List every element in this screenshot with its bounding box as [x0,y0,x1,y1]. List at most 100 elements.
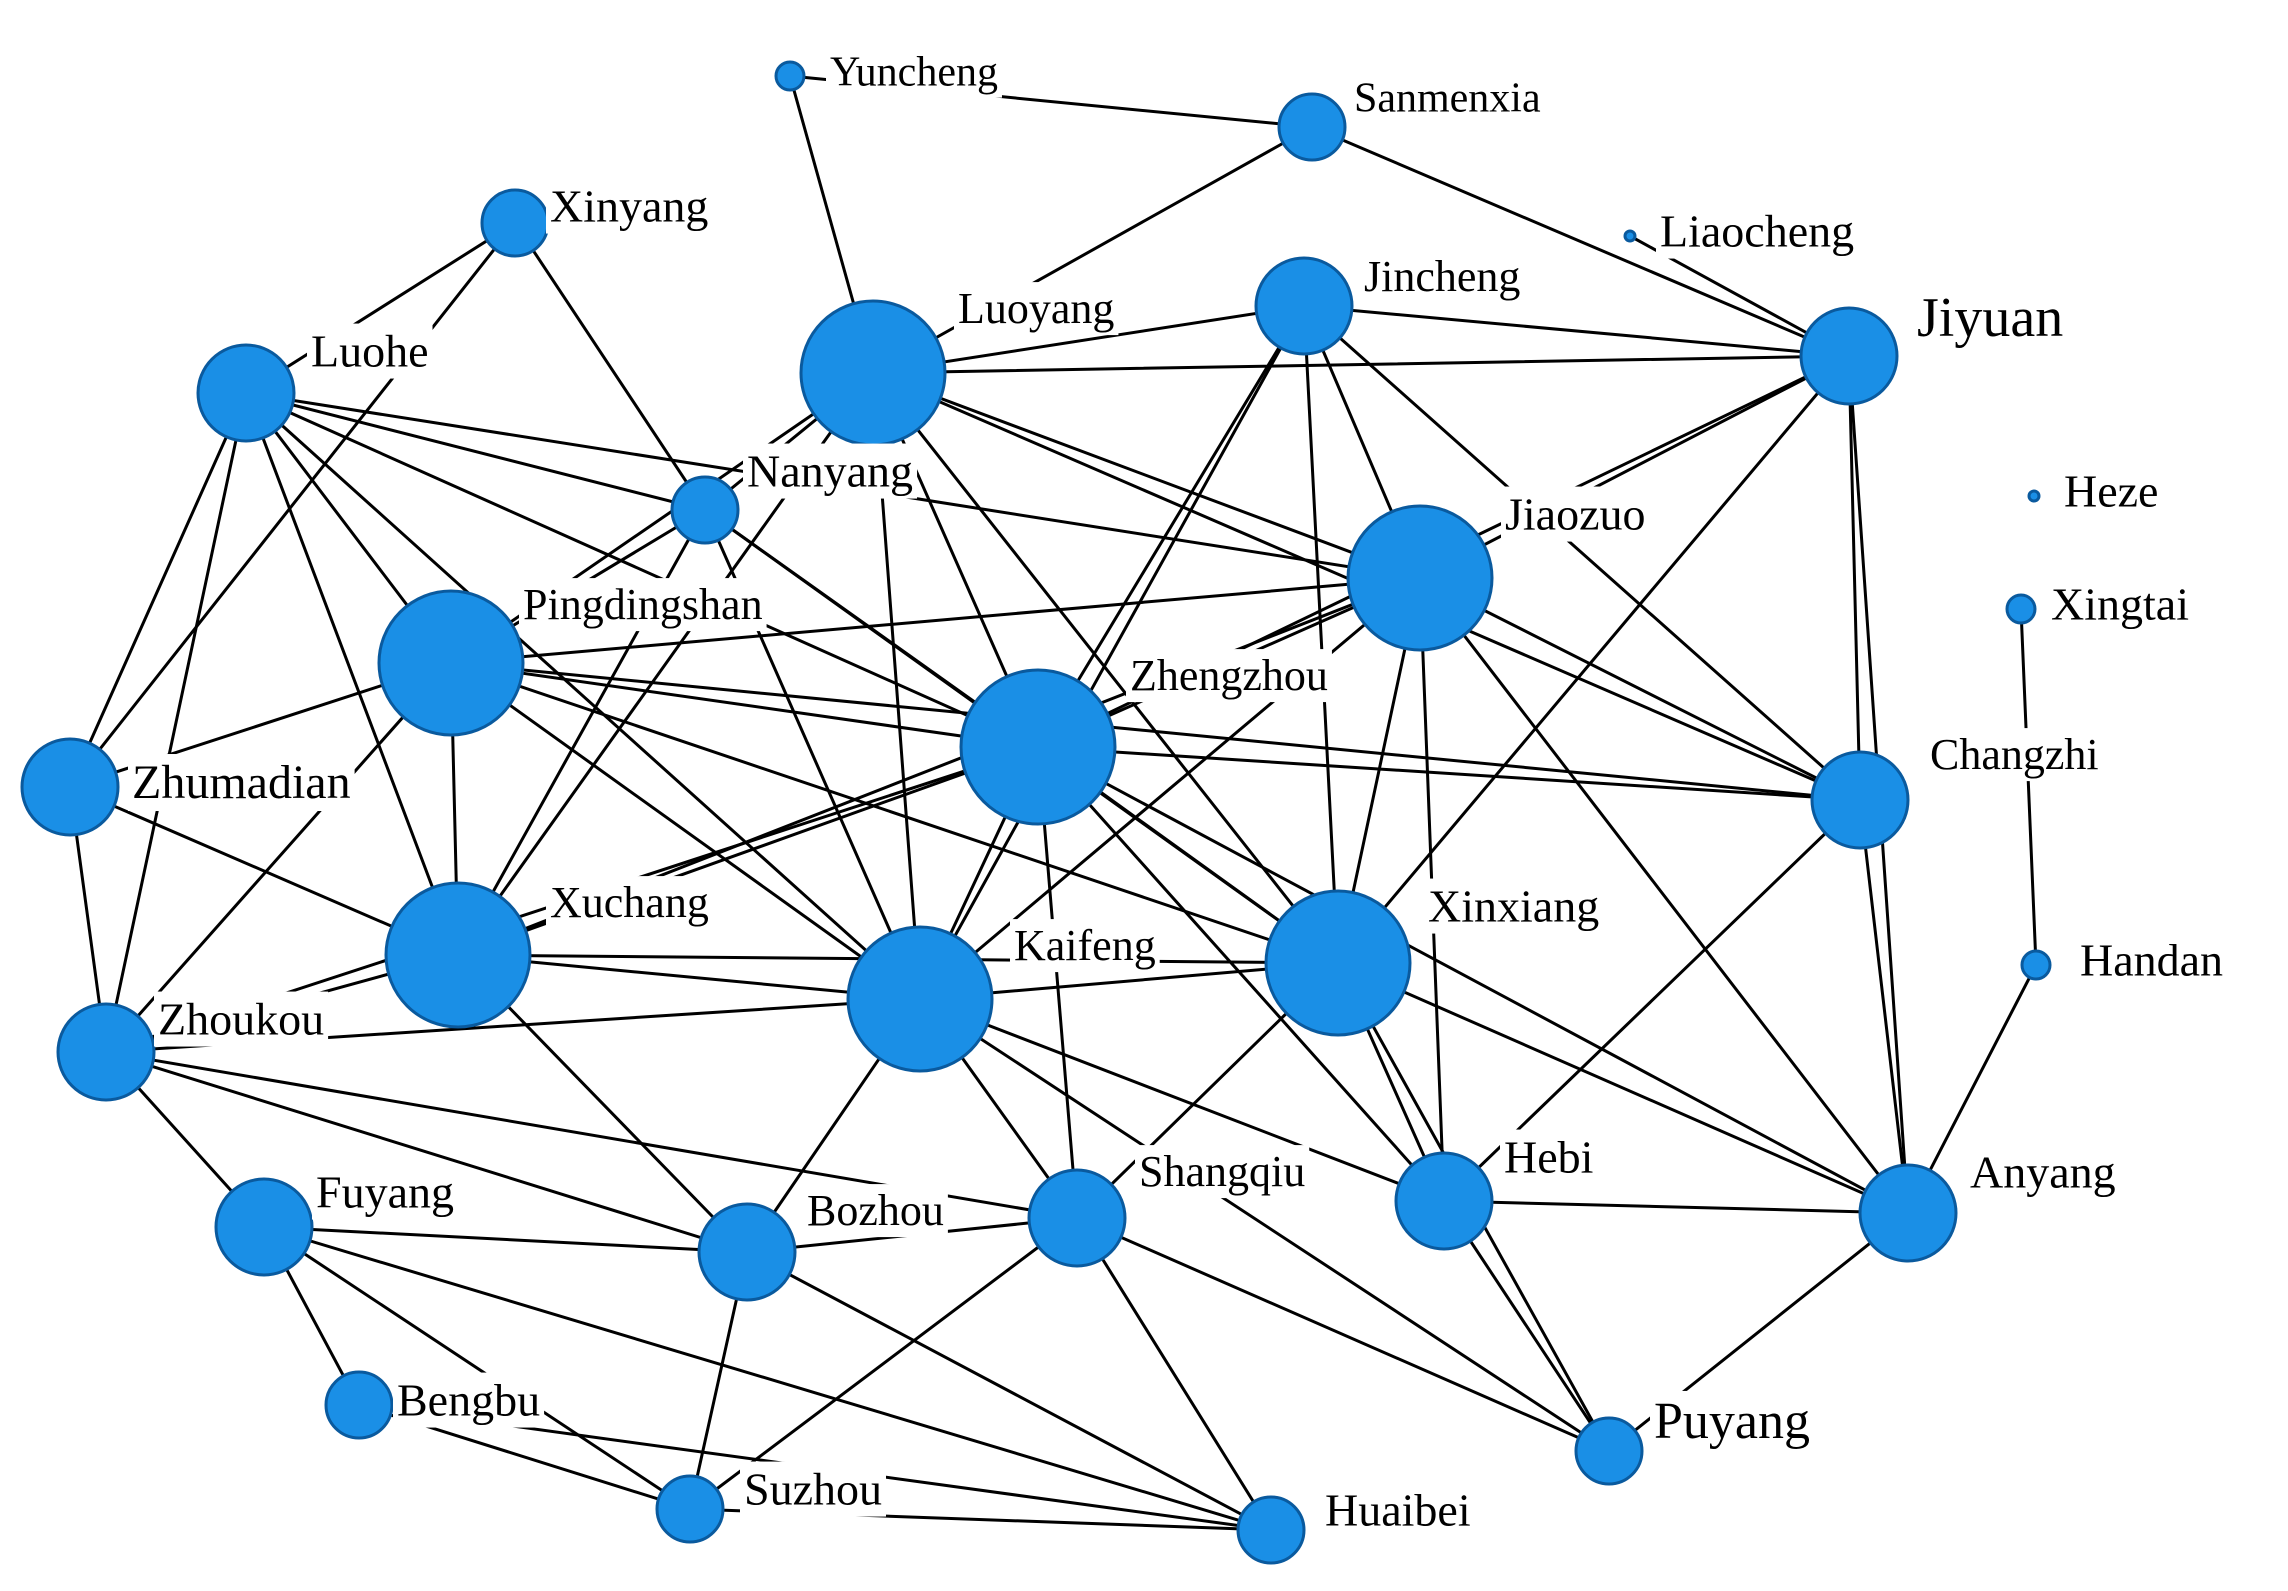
label-background [1500,1129,1598,1185]
label-background [2076,932,2228,988]
node-label-xinyang: Xinyang [550,181,708,232]
edge-luoyang-jiaozuo [871,371,1422,580]
edge-kaifeng-hebi [918,997,1446,1203]
edge-jincheng-kaifeng [918,304,1306,1001]
node-label-puyang: Puyang [1654,1393,1810,1450]
node-label-luoyang: Luoyang [958,284,1114,333]
label-background [1135,1145,1310,1199]
edge-pingdingshan-xinxiang [449,661,1340,965]
edge-luoyang-jiyuan [871,354,1851,375]
node-xinxiang [1264,889,1412,1037]
edge-luohe-nanyang [244,391,707,512]
edge-jiaozuo-kaifeng [918,576,1422,1001]
edge-luohe-kaifeng [244,391,922,1001]
node-sanmenxia [1277,92,1347,162]
node-jincheng [1254,256,1354,356]
edge-fuyang-suzhou [262,1225,692,1511]
node-label-xinxiang: Xinxiang [1428,881,1599,932]
label-background [1501,486,1650,542]
edge-luohe-zhumadian [68,391,248,789]
edge-sanmenxia-jiyuan [1310,125,1851,358]
label-background [1321,1482,1475,1538]
node-label-jiyuan: Jiyuan [1917,287,2063,349]
label-background [1966,1144,2120,1200]
label-background [312,1164,458,1220]
node-label-jiaozuo: Jiaozuo [1505,489,1646,540]
edge-xuchang-kaifeng [456,953,922,1001]
node-label-hebi: Hebi [1504,1132,1593,1183]
edge-pingdingshan-changzhi [449,661,1862,802]
node-luohe [196,343,296,443]
edge-xinxiang-anyang [1336,961,1910,1215]
label-background [1913,284,2068,351]
edge-jiaozuo-changzhi [1418,576,1862,802]
label-background [1656,203,1859,259]
node-kaifeng [846,925,994,1073]
node-handan [2020,949,2052,981]
label-background [1926,728,2103,782]
edge-zhengzhou-xuchang [456,745,1040,957]
label-background [2060,463,2163,519]
node-label-bengbu: Bengbu [397,1375,540,1426]
edge-xingtai-handan [2019,607,2038,967]
node-label-anyang: Anyang [1970,1147,2116,1198]
node-label-suzhou: Suzhou [744,1464,882,1515]
node-anyang [1858,1163,1958,1263]
label-background [826,47,1002,98]
label-background [1350,73,1545,124]
label-background [154,991,329,1047]
node-label-fuyang: Fuyang [316,1167,454,1218]
edge-pingdingshan-zhoukou [104,661,453,1054]
node-label-yuncheng: Yuncheng [830,50,998,96]
node-label-xingtai: Xingtai [2051,579,2189,630]
edge-luohe-xuchang [244,391,460,957]
node-liaocheng [1623,229,1637,243]
node-label-xuchang: Xuchang [550,878,709,927]
edge-pingdingshan-zhengzhou [449,661,1040,749]
label-background [519,578,767,632]
node-hebi [1394,1151,1494,1251]
node-zhoukou [56,1002,156,1102]
edge-luohe-zhoukou [104,391,248,1054]
label-background [1650,1390,1814,1452]
node-bengbu [324,1370,394,1440]
edge-bozhou-huaibei [745,1250,1273,1532]
edge-fuyang-huaibei [262,1225,1273,1532]
edge-jincheng-changzhi [1302,304,1862,802]
edge-hebi-anyang [1442,1199,1910,1215]
node-label-liaocheng: Liaocheng [1660,206,1854,257]
node-layer [20,60,2052,1565]
label-background [803,1184,948,1238]
edge-shangqiu-huaibei [1075,1216,1273,1532]
label-background [1360,250,1525,304]
edge-jiyuan-jiaozuo [1418,354,1851,580]
node-yuncheng [774,60,806,92]
node-label-sanmenxia: Sanmenxia [1354,76,1541,122]
node-bozhou [697,1202,797,1302]
node-label-pingdingshan: Pingdingshan [523,580,763,629]
edge-luohe-zhengzhou [244,391,1040,749]
node-label-heze: Heze [2064,466,2158,517]
node-label-huaibei: Huaibei [1325,1485,1471,1536]
edge-xinyang-zhumadian [68,221,517,789]
node-label-bozhou: Bozhou [807,1186,944,1235]
edge-sanmenxia-luoyang [871,125,1314,375]
label-background [743,443,918,499]
edge-kaifeng-puyang [918,997,1611,1453]
node-label-changzhi: Changzhi [1930,730,2099,779]
label-background [546,178,713,234]
node-xuchang [384,881,532,1029]
node-pingdingshan [377,589,525,737]
label-background [393,1372,545,1428]
edge-zhoukou-bozhou [104,1050,749,1254]
edge-hebi-puyang [1442,1199,1611,1453]
node-zhengzhou [959,668,1117,826]
label-background [1424,878,1604,934]
edge-shangqiu-puyang [1075,1216,1611,1453]
node-xinyang [480,188,550,258]
edge-changzhi-anyang [1858,798,1910,1215]
edge-jiaozuo-pingdingshan [449,576,1422,665]
node-label-zhengzhou: Zhengzhou [1130,651,1328,700]
